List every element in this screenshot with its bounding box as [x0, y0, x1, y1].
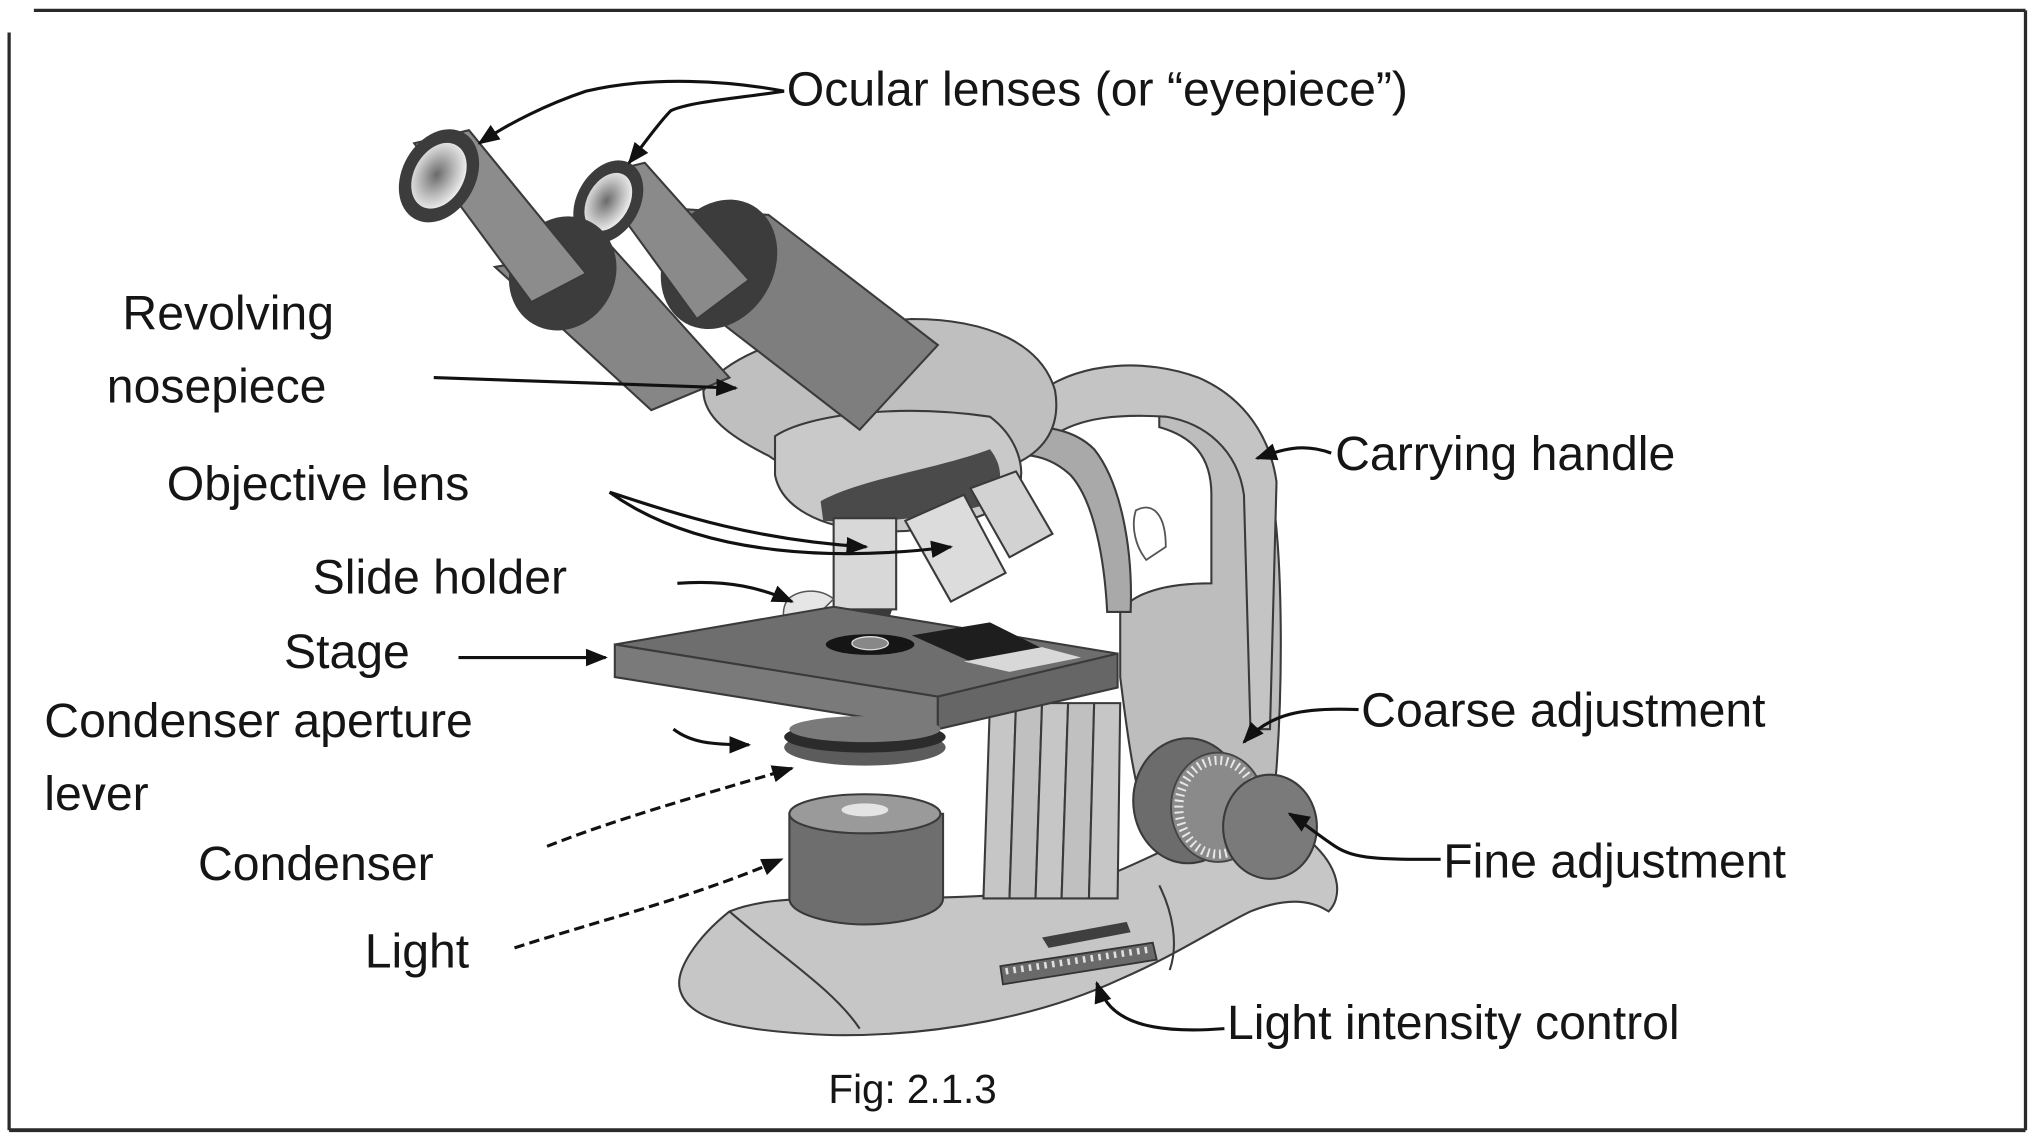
label-stage: Stage	[284, 625, 410, 679]
label-fine-adjustment: Fine adjustment	[1443, 835, 1786, 889]
label-slide-holder: Slide holder	[313, 551, 567, 605]
label-ocular-lenses: Ocular lenses (or “eyepiece”)	[787, 62, 1408, 116]
light-housing	[788, 793, 945, 926]
microscope-stage	[613, 605, 1119, 731]
figure-border	[7, 8, 2028, 1133]
condenser-aperture-ring	[784, 716, 946, 766]
label-objective-lens: Objective lens	[167, 457, 470, 511]
light-intensity-dial	[999, 921, 1158, 986]
label-condenser-aperture-line1: Condenser aperture	[44, 694, 473, 748]
body-stripes	[982, 702, 1122, 900]
leader-lines	[433, 79, 1441, 1032]
label-coarse-adjustment: Coarse adjustment	[1361, 684, 1766, 738]
carrying-handle	[1040, 364, 1278, 731]
microscope-illustration	[398, 129, 1339, 1037]
label-light: Light	[365, 924, 470, 978]
eyepiece-tubes	[398, 129, 940, 432]
focus-knobs	[1132, 737, 1318, 880]
figure-caption: Fig: 2.1.3	[828, 1066, 996, 1112]
labels: Ocular lenses (or “eyepiece”) Revolving …	[44, 62, 1786, 1111]
label-light-intensity-control: Light intensity control	[1227, 996, 1680, 1050]
label-condenser-aperture-line2: lever	[44, 767, 148, 821]
label-revolving-nosepiece-line2: nosepiece	[107, 359, 327, 413]
label-condenser: Condenser	[198, 837, 434, 891]
label-carrying-handle: Carrying handle	[1335, 427, 1675, 481]
label-revolving-nosepiece-line1: Revolving	[122, 286, 334, 340]
